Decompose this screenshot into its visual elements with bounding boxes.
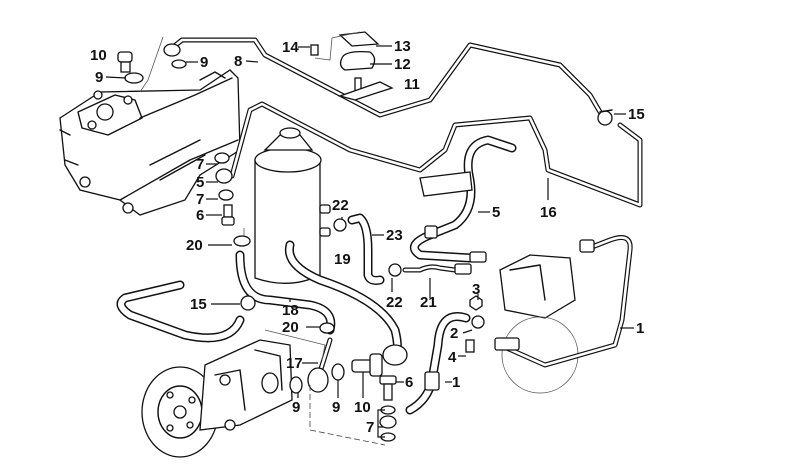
pipe-8 [163,37,603,118]
washer-7-mid [218,189,234,201]
callout-23: 23 [386,227,403,244]
callout-16: 16 [540,204,557,221]
hollow-bolt-6-top [221,204,235,226]
pipe-1-right [494,235,633,368]
hose-5 [410,135,517,263]
callout-2: 2 [450,325,459,342]
valve-block [499,254,579,394]
washer-9 [124,72,144,84]
callout-17: 17 [286,355,303,372]
callout-9: 9 [292,399,301,416]
callout-9: 9 [200,54,209,71]
callout-1: 1 [452,374,461,391]
callout-22: 22 [332,197,349,214]
callout-20: 20 [186,237,203,254]
washer-9c [289,376,303,394]
bolt-4 [465,339,475,353]
callout-18: 18 [282,302,299,319]
hose-loop-15 [116,280,256,343]
callout-5: 5 [196,174,205,191]
callout-15: 15 [190,296,207,313]
return-hose [284,240,408,366]
plug-bolt-10 [117,51,133,73]
callout-1: 1 [636,320,645,337]
power-steering-pump [141,339,293,458]
callout-10: 10 [90,47,107,64]
callout-3: 3 [472,281,481,298]
leader-lines [105,45,634,438]
callout-7: 7 [366,419,375,436]
callout-13: 13 [394,38,411,55]
pipe-21 [402,263,472,275]
callout-9: 9 [95,69,104,86]
callout-14: 14 [282,39,299,56]
callout-5: 5 [492,204,501,221]
nut-3 [469,295,483,311]
sleeve [419,171,473,197]
steering-gear-box [59,69,241,216]
hose-1-left [405,312,471,415]
callout-6: 6 [405,374,414,391]
callout-9: 9 [332,399,341,416]
washer-9b [171,59,187,69]
clip-2 [471,315,485,329]
clip-20-top [233,235,251,247]
pipe-16 [229,101,643,208]
callout-6: 6 [196,207,205,224]
banjo-eye [379,415,397,429]
callout-15: 15 [628,106,645,123]
callout-22: 22 [386,294,403,311]
callout-7: 7 [196,191,205,208]
assembly-guide-2 [264,329,326,361]
hose-18 [235,250,336,335]
callout-7: 7 [196,156,205,173]
callout-4: 4 [448,349,457,366]
clip-20-bottom [319,322,335,334]
callout-12: 12 [394,56,411,73]
reservoir-19 [254,127,331,284]
callout-20: 20 [282,319,299,336]
callout-11: 11 [404,76,420,93]
guide-line [139,36,164,93]
callout-21: 21 [420,294,437,311]
washer-7-top [214,152,230,164]
hollow-bolt-10 [351,353,383,377]
banjo-fitting-17 [307,337,333,393]
callout-19: 19 [334,251,351,268]
hose-23 [333,213,402,285]
assembly-guide [309,385,386,446]
mount-bracket-11-14 [310,31,394,101]
hollow-bolt-6 [379,375,397,401]
banjo-5 [215,168,233,184]
callout-10: 10 [354,399,371,416]
clip-15-top [597,109,613,126]
washer-9d [331,363,345,381]
callout-8: 8 [234,53,243,70]
